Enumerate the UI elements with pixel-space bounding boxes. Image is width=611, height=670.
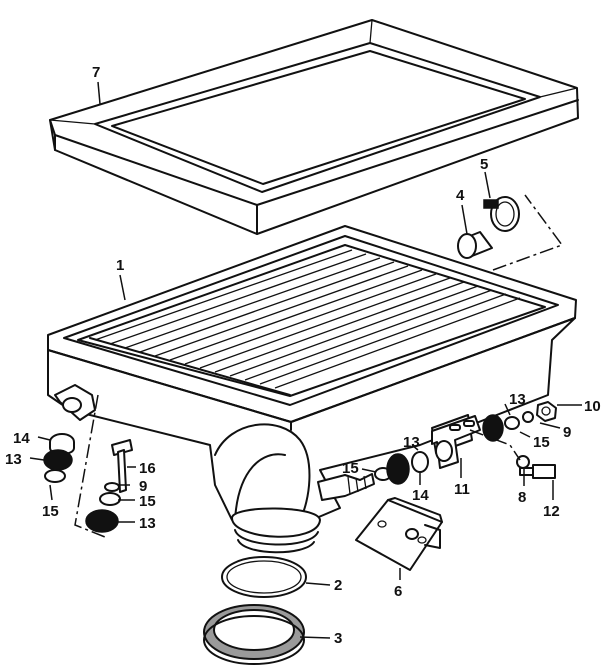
callouts: 7 1 4 5 2 3 6 8 9 10 11 12 13 13 14 15 1…: [5, 64, 601, 647]
callout-13-center: 13: [403, 434, 420, 451]
callout-5: 5: [480, 156, 488, 173]
center-right-mount-group: [355, 401, 557, 571]
left-mount-group: [43, 394, 133, 538]
callout-14-center: 14: [412, 487, 429, 504]
callout-15-right: 15: [533, 434, 550, 451]
callout-15-left: 15: [42, 503, 59, 520]
callout-9-right: 9: [563, 424, 571, 441]
callout-16: 16: [139, 460, 156, 477]
part-4-sleeve: [457, 231, 493, 259]
part-1-housing: [47, 225, 577, 554]
callout-15-center: 15: [342, 460, 359, 477]
part-5-hose-clamp: [483, 196, 520, 232]
callout-13-left: 13: [5, 451, 22, 468]
filter-pleats: [89, 249, 521, 396]
leader-lines: [29, 81, 582, 639]
callout-11: 11: [454, 481, 470, 498]
part-3-seal-ring: [203, 604, 305, 665]
callout-9-left: 9: [139, 478, 147, 495]
callout-3: 3: [334, 630, 342, 647]
callout-14-left: 14: [13, 430, 30, 447]
callout-13-right: 13: [509, 391, 526, 408]
callout-15-lower-left: 15: [139, 493, 156, 510]
part-2-o-ring: [221, 556, 307, 598]
callout-4: 4: [456, 187, 465, 204]
callout-1: 1: [116, 257, 124, 274]
callout-13-lower-left: 13: [139, 515, 156, 532]
part-7-top-frame: [49, 19, 579, 235]
callout-10: 10: [584, 398, 601, 415]
callout-2: 2: [334, 577, 342, 594]
callout-7: 7: [92, 64, 100, 81]
callout-6: 6: [394, 583, 402, 600]
callout-8: 8: [518, 489, 526, 506]
callout-12: 12: [543, 503, 560, 520]
